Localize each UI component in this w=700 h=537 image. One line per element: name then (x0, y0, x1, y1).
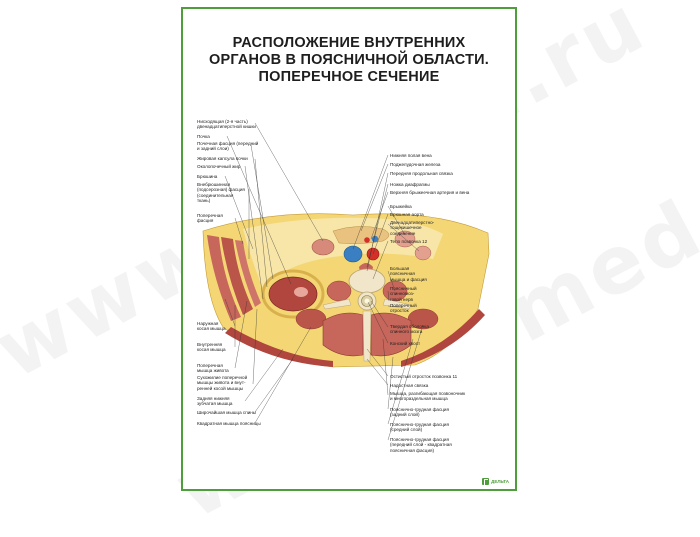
label-supraspinous-ligament: Надостная связка (390, 383, 429, 388)
label-kidney: Почка (197, 134, 210, 139)
label-thoracolumbar-fascia-middle: Пояснично-грудная фасция (средний слой) (390, 422, 449, 433)
erector-spinae-left (322, 312, 364, 357)
label-thoracolumbar-fascia-posterior: Пояснично-грудная фасция (задний слой) (390, 407, 449, 418)
label-renal-fascia: Почечная фасция (передний и задний слои) (197, 141, 259, 152)
poster-frame: РАСПОЛОЖЕНИЕ ВНУТРЕННИХ ОРГАНОВ В ПОЯСНИ… (181, 7, 517, 491)
label-thoracolumbar-fascia-anterior: Пояснично-грудная фасция (передний слой … (390, 437, 452, 453)
label-pancreas: Поджелудочная железа (390, 162, 441, 167)
label-peritoneum: Брюшина (197, 174, 218, 179)
label-duodenojejunal-flexure: Двенадцатиперстно- тощекишечное соединен… (390, 220, 435, 236)
label-descending-duodenum: Нисходящая (2-я часть) двенадцатиперстно… (197, 119, 256, 130)
quadratus-lumborum (295, 308, 327, 330)
superior-mesenteric-vein (371, 235, 379, 243)
poster-title: РАСПОЛОЖЕНИЕ ВНУТРЕННИХ ОРГАНОВ В ПОЯСНИ… (183, 35, 515, 86)
kidney (268, 276, 318, 312)
label-vertebra-body-12: Тело позвонка 12 (390, 239, 428, 244)
label-inferior-vena-cava: Нижняя полая вена (390, 153, 432, 158)
erector-spinae-right (370, 312, 412, 357)
title-line-3: ПОПЕРЕЧНОЕ СЕЧЕНИЕ (258, 69, 440, 85)
label-latissimus-dorsi: Широчайшая мышца спины (197, 410, 257, 415)
label-lumbar-spinal-nerve: Поясничный спинномоз- говой нерв (390, 286, 417, 302)
label-extraperitoneal-fascia: Внебрюшинная (подсерозная) фасция (соеди… (197, 182, 245, 204)
latissimus-dorsi (401, 309, 485, 367)
label-quadratus-lumborum: Квадратная мышца поясницы (197, 421, 261, 426)
publisher-logo: ДЕЛЬТА (482, 478, 509, 485)
label-transverse-process: Поперечный отросток (390, 303, 417, 314)
latissimus-dorsi (225, 327, 333, 367)
pancreas (332, 226, 390, 244)
label-abdominal-aorta: Брюшная аорта (390, 212, 424, 217)
title-line-2: ОРГАНОВ В ПОЯСНИЧНОЙ ОБЛАСТИ. (208, 52, 489, 68)
label-cauda-equina: Конский хвост (390, 341, 421, 346)
label-transverse-abdominis: Поперечная мышца живота (197, 363, 229, 374)
internal-oblique-muscle (221, 237, 253, 315)
external-oblique-muscle (207, 235, 241, 321)
label-perirenal-fat: Околопочечный жир (197, 164, 241, 169)
label-superior-mesenteric-vessels: Верхняя брыжеечная артерия и вена (390, 190, 470, 195)
vertebral-body (348, 268, 386, 294)
left-leader-lines (224, 122, 324, 424)
intestinal-region (243, 217, 443, 289)
logo-icon (482, 478, 490, 485)
label-diaphragm-crus: Ножка диафрагмы (390, 182, 430, 187)
label-aponeurosis: Сухожилие поперечной мышцы живота и внут… (197, 375, 248, 391)
label-spinous-process-11: Остистый отросток позвонка 11 (390, 374, 458, 379)
label-erector-spinae: Мышца, разгибающая позвоночник и многора… (390, 391, 466, 402)
label-psoas-major: Большая поясничная мышца и фасция (390, 266, 427, 282)
cross-section-illustration (202, 122, 490, 441)
logo-text: ДЕЛЬТА (491, 479, 509, 484)
label-anterior-longitudinal-ligament: Передняя продольная связка (390, 171, 453, 176)
transverse-process (322, 298, 352, 310)
label-dura-mater: Твердая оболочка спинного мозга (390, 324, 429, 335)
label-external-oblique: Наружная косая мышца (197, 321, 226, 332)
renal-fat-capsule (261, 269, 325, 319)
inferior-vena-cava (343, 245, 363, 263)
title-line-1: РАСПОЛОЖЕНИЕ ВНУТРЕННИХ (232, 35, 466, 51)
label-mesentery: Брыжейка (390, 204, 412, 209)
label-internal-oblique: Внутренняя косая мышца (197, 342, 226, 353)
superior-mesenteric-artery (364, 237, 370, 243)
right-leader-lines (352, 154, 424, 441)
kidney-hilum (294, 287, 308, 297)
cauda-equina (364, 298, 370, 304)
label-renal-fat-capsule: Жировая капсула почки (197, 156, 248, 161)
psoas-major-left (326, 280, 352, 302)
transverse-process (382, 298, 412, 310)
transverse-abdominis (235, 240, 261, 307)
label-serratus-posterior-inferior: Задняя нижняя зубчатая мышца (197, 396, 233, 407)
jejunum-loop (414, 245, 432, 261)
spinous-process (362, 310, 372, 362)
duodenum (311, 238, 335, 256)
label-transversalis-fascia: Поперечная фасция (197, 213, 223, 224)
